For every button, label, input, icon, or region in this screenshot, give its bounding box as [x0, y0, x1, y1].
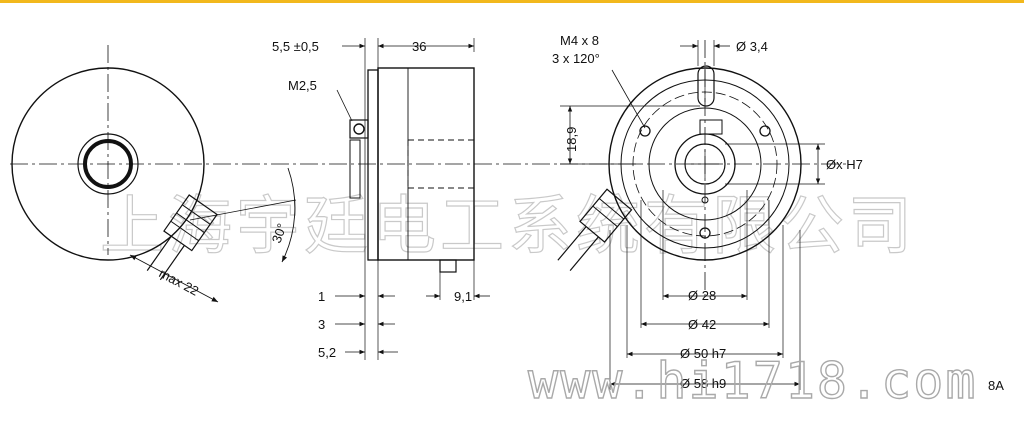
- cable-length-label: max 22: [157, 265, 202, 298]
- angle-reference-line: [189, 199, 297, 221]
- dim-1-label: 1: [318, 289, 325, 304]
- housing-outline: [11, 67, 205, 261]
- part-code-label: 8A: [988, 378, 1004, 393]
- clamp-screw-head: [353, 123, 365, 135]
- mounting-hole-1: [639, 125, 651, 137]
- diameter-42-label: Ø 42: [688, 317, 716, 332]
- thread-leader: [336, 89, 353, 122]
- watermark-url: www.hi1718.com: [528, 352, 977, 410]
- flange-view: [557, 40, 850, 390]
- hollow-shaft-bore: [684, 143, 726, 185]
- hole-diameter-label: Ø 3,4: [736, 39, 768, 54]
- diameter-28-label: Ø 28: [688, 288, 716, 303]
- top-border-rule: [0, 0, 1024, 3]
- cable-gland-front: [146, 194, 218, 281]
- diameter-50-label: Ø 50 h7: [680, 346, 726, 361]
- side-view: [335, 38, 490, 360]
- shaft-bore-inner: [83, 139, 133, 189]
- connector-stub: [439, 259, 457, 273]
- mounting-hole-3: [699, 227, 711, 239]
- thread-note-line1: M4 x 8: [560, 33, 599, 48]
- clamp-ring: [349, 139, 361, 199]
- dim-3-label: 3: [318, 317, 325, 332]
- thread-label: M2,5: [288, 78, 317, 93]
- offset-18-9-label: 18,9: [564, 127, 579, 152]
- shaft-diameter-label: Øx H7: [826, 157, 863, 172]
- flange-offset-label: 5,5 ±0,5: [272, 39, 319, 54]
- shaft-bore-outer: [77, 133, 139, 195]
- cable-gland-flange: [557, 188, 633, 271]
- housing-length-label: 36: [412, 39, 426, 54]
- mounting-hole-2: [759, 125, 771, 137]
- diameter-58-label: Ø 58 h9: [680, 376, 726, 391]
- housing-body: [377, 67, 475, 261]
- angle-arc: [281, 167, 296, 263]
- clamp-slot: [699, 119, 723, 135]
- cable-angle-label: 30°: [269, 221, 290, 245]
- cable-length-dimension: [129, 254, 219, 303]
- dim-5-2-label: 5,2: [318, 345, 336, 360]
- front-view: [10, 45, 560, 303]
- slot-hole: [697, 65, 715, 107]
- clamp-screw-block: [349, 119, 369, 139]
- housing-rim: [648, 107, 762, 221]
- thread-note-line2: 3 x 120°: [552, 51, 600, 66]
- dim-9-1-label: 9,1: [454, 289, 472, 304]
